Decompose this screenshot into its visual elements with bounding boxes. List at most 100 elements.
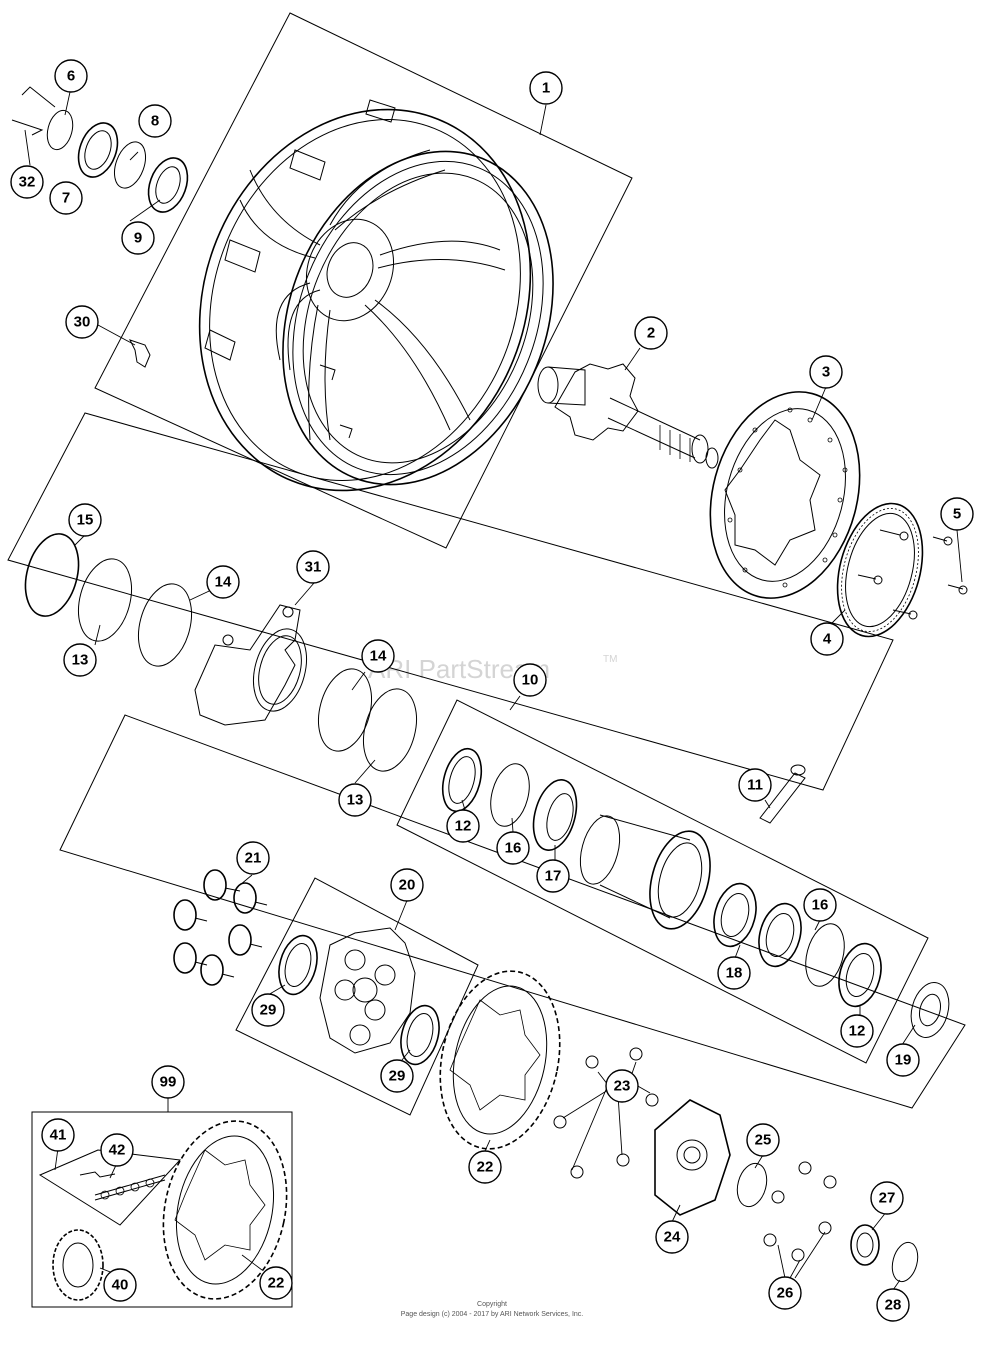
callout-14b[interactable]: 14: [361, 639, 395, 673]
callout-20[interactable]: 20: [390, 868, 424, 902]
axle-clip-parts: [11, 86, 189, 213]
drive-flange: [654, 1099, 731, 1216]
callout-19[interactable]: 19: [886, 1043, 920, 1077]
callout-13b[interactable]: 13: [338, 783, 372, 817]
svg-text:21: 21: [245, 850, 262, 867]
svg-text:22: 22: [477, 1159, 494, 1176]
svg-text:16: 16: [812, 897, 829, 914]
rear-sprocket: [439, 970, 561, 1150]
callout-28[interactable]: 28: [876, 1288, 910, 1322]
svg-text:1: 1: [542, 80, 550, 97]
svg-text:20: 20: [399, 877, 416, 894]
callout-23[interactable]: 23: [605, 1069, 639, 1103]
callout-12a[interactable]: 12: [446, 809, 480, 843]
wheel-group-box: [94, 12, 633, 549]
rear-wheel: [198, 99, 554, 492]
callout-27[interactable]: 27: [870, 1181, 904, 1215]
hub-axle: [537, 363, 719, 469]
callout-4[interactable]: 4: [810, 622, 844, 656]
callout-2[interactable]: 2: [634, 316, 668, 350]
callout-31[interactable]: 31: [296, 550, 330, 584]
svg-text:25: 25: [755, 1132, 772, 1149]
callout-29b[interactable]: 29: [380, 1059, 414, 1093]
callout-5[interactable]: 5: [940, 497, 974, 531]
sprocket-carrier-box: [235, 877, 479, 1116]
leader-lines: [24, 91, 963, 1291]
callout-25[interactable]: 25: [746, 1123, 780, 1157]
svg-text:42: 42: [109, 1142, 126, 1159]
svg-text:14: 14: [370, 648, 387, 665]
callout-26[interactable]: 26: [768, 1276, 802, 1310]
callout-41[interactable]: 41: [41, 1118, 75, 1152]
svg-text:11: 11: [747, 777, 763, 794]
callout-16b[interactable]: 16: [803, 888, 837, 922]
svg-text:24: 24: [664, 1229, 681, 1246]
callout-42[interactable]: 42: [100, 1133, 134, 1167]
callout-1[interactable]: 1: [529, 71, 563, 105]
svg-text:4: 4: [823, 631, 832, 648]
callout-13a[interactable]: 13: [63, 643, 97, 677]
svg-text:8: 8: [151, 113, 159, 130]
footer-copyright: Copyright: [477, 1301, 507, 1308]
callout-14a[interactable]: 14: [206, 565, 240, 599]
svg-text:41: 41: [50, 1127, 67, 1144]
svg-text:22: 22: [268, 1275, 285, 1292]
abs-sensor-ring: [836, 502, 924, 638]
svg-text:23: 23: [614, 1078, 631, 1095]
kit-box: [31, 1111, 293, 1308]
svg-text:18: 18: [726, 965, 743, 982]
footer-page-design: Page design (c) 2004 - 2017 by ARI Netwo…: [401, 1311, 584, 1318]
tire-valve: [129, 339, 151, 368]
callout-16a[interactable]: 16: [496, 831, 530, 865]
callout-10[interactable]: 10: [513, 663, 547, 697]
svg-text:12: 12: [849, 1023, 866, 1040]
bearing-spacer-rings: [24, 533, 417, 772]
callout-22a[interactable]: 22: [468, 1150, 502, 1184]
watermark-trademark: TM: [603, 654, 617, 665]
callout-40[interactable]: 40: [103, 1268, 137, 1302]
drive-chain: [79, 1171, 166, 1201]
callout-17[interactable]: 17: [536, 859, 570, 893]
callout-21[interactable]: 21: [236, 841, 270, 875]
callout-11[interactable]: 11: [738, 768, 772, 802]
callout-8[interactable]: 8: [138, 104, 172, 138]
flange-washer: [736, 1162, 768, 1208]
callout-29a[interactable]: 29: [251, 993, 285, 1027]
callout-15[interactable]: 15: [68, 503, 102, 537]
kit-rear-sprocket: [162, 1120, 288, 1300]
callout-9[interactable]: 9: [121, 221, 155, 255]
svg-text:7: 7: [62, 190, 70, 207]
svg-text:28: 28: [885, 1297, 902, 1314]
hub-bearings: [441, 747, 950, 1038]
callout-22b[interactable]: 22: [259, 1266, 293, 1300]
svg-text:5: 5: [953, 506, 961, 523]
axle-nut: [850, 1224, 880, 1266]
bearing-group-box: [7, 412, 894, 791]
svg-text:6: 6: [67, 68, 75, 85]
svg-text:30: 30: [74, 314, 91, 331]
svg-text:13: 13: [347, 792, 364, 809]
svg-text:16: 16: [505, 840, 522, 857]
flange-nuts: [763, 1161, 837, 1262]
callout-30[interactable]: 30: [65, 305, 99, 339]
svg-text:14: 14: [215, 574, 232, 591]
svg-text:9: 9: [134, 230, 142, 247]
callout-3[interactable]: 3: [809, 355, 843, 389]
callout-24[interactable]: 24: [655, 1220, 689, 1254]
svg-text:29: 29: [260, 1002, 277, 1019]
svg-text:3: 3: [822, 364, 830, 381]
svg-text:27: 27: [879, 1190, 896, 1207]
callout-32[interactable]: 32: [10, 165, 44, 199]
callout-18[interactable]: 18: [717, 956, 751, 990]
svg-text:31: 31: [305, 559, 322, 576]
callout-7[interactable]: 7: [49, 181, 83, 215]
svg-text:26: 26: [777, 1285, 794, 1302]
callout-99[interactable]: 99: [151, 1065, 185, 1099]
caliper-carrier: [194, 604, 307, 726]
callout-6[interactable]: 6: [54, 59, 88, 93]
svg-text:10: 10: [522, 672, 539, 689]
disc-bolts: [857, 529, 968, 620]
svg-text:99: 99: [160, 1074, 177, 1091]
callout-12b[interactable]: 12: [840, 1014, 874, 1048]
